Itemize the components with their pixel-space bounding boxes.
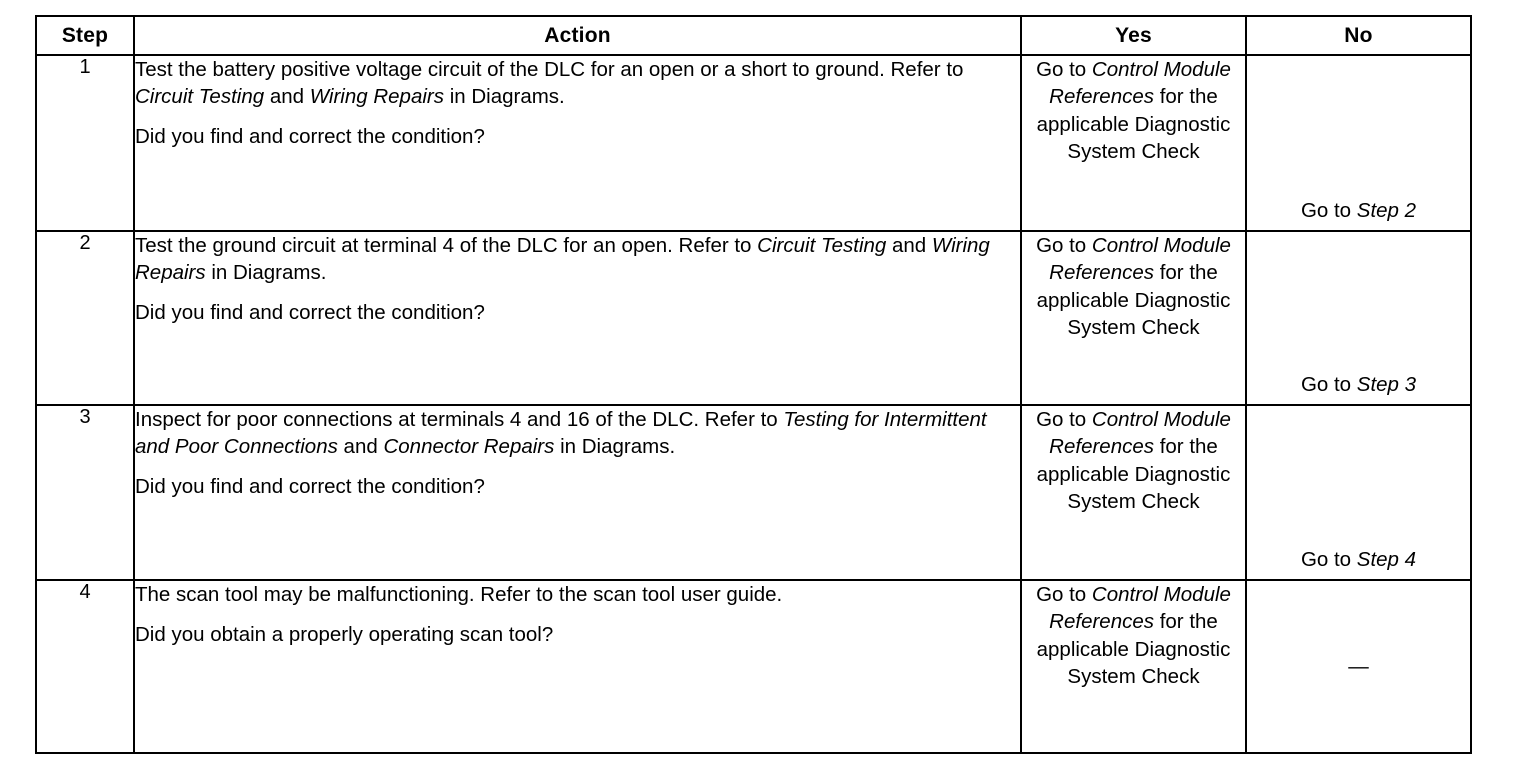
text-run: Go to: [1036, 58, 1092, 81]
italic-reference: Control Module References: [1049, 583, 1231, 634]
no-answer-text: Go to Step 4: [1247, 546, 1470, 579]
italic-reference: Wiring Repairs: [309, 85, 444, 109]
column-header-yes: Yes: [1020, 15, 1247, 56]
action-paragraph: Did you find and correct the condition?: [135, 299, 1020, 326]
cell-no-answer: Go to Step 3: [1245, 230, 1472, 406]
action-paragraph: Test the ground circuit at terminal 4 of…: [135, 232, 1020, 286]
text-run: The scan tool may be malfunctioning. Ref…: [135, 583, 783, 606]
text-run: and: [264, 85, 310, 109]
text-run: for the applicable Diagnostic System Che…: [1036, 261, 1231, 339]
italic-reference: Wiring Repairs: [135, 234, 990, 285]
yes-answer-text: Go to Control Module References for the …: [1022, 232, 1245, 341]
text-run: Go to: [1300, 547, 1357, 571]
italic-reference: Step 2: [1356, 198, 1417, 222]
italic-reference: Control Module References: [1049, 58, 1231, 109]
cell-no-answer: Go to Step 2: [1245, 54, 1472, 232]
text-run: Did you obtain a properly operating scan…: [135, 623, 554, 647]
cell-yes-answer: Go to Control Module References for the …: [1020, 579, 1247, 754]
cell-step-number: 2: [35, 230, 135, 406]
italic-reference: Control Module References: [1049, 234, 1231, 285]
cell-step-number: 3: [35, 404, 135, 581]
yes-answer-text: Go to Control Module References for the …: [1022, 56, 1245, 165]
text-run: for the applicable Diagnostic System Che…: [1036, 435, 1231, 513]
text-run: Go to: [1300, 372, 1357, 396]
cell-no-answer: —: [1245, 579, 1472, 754]
text-run: Go to: [1300, 198, 1357, 222]
text-run: and: [886, 234, 932, 257]
text-run: —: [1348, 654, 1369, 678]
cell-action-text: Test the battery positive voltage circui…: [133, 54, 1022, 232]
column-header-step: Step: [35, 15, 135, 56]
italic-reference: Step 4: [1356, 547, 1417, 571]
text-run: Did you find and correct the condition?: [135, 301, 485, 325]
column-header-action: Action: [133, 15, 1022, 56]
action-paragraph: Test the battery positive voltage circui…: [135, 56, 1020, 110]
text-run: for the applicable Diagnostic System Che…: [1036, 610, 1231, 688]
action-paragraph: Did you find and correct the condition?: [135, 123, 1020, 150]
cell-yes-answer: Go to Control Module References for the …: [1020, 404, 1247, 581]
table-header-row: Step Action Yes No: [35, 15, 1472, 56]
italic-reference: Circuit Testing: [757, 234, 887, 257]
cell-step-number: 4: [35, 579, 135, 754]
italic-reference: Step 3: [1356, 372, 1417, 396]
no-answer-text: Go to Step 3: [1247, 371, 1470, 404]
no-answer-text: Go to Step 2: [1247, 197, 1470, 230]
text-run: Go to: [1036, 408, 1092, 431]
italic-reference: Testing for Intermittent and Poor Connec…: [135, 408, 987, 459]
action-paragraph: Did you find and correct the condition?: [135, 473, 1020, 500]
yes-answer-text: Go to Control Module References for the …: [1022, 406, 1245, 515]
text-run: Go to: [1036, 583, 1092, 606]
yes-answer-text: Go to Control Module References for the …: [1022, 581, 1245, 690]
action-paragraph: The scan tool may be malfunctioning. Ref…: [135, 581, 1020, 608]
italic-reference: Circuit Testing: [135, 85, 265, 109]
cell-action-text: Test the ground circuit at terminal 4 of…: [133, 230, 1022, 406]
text-run: and: [337, 435, 384, 459]
text-run: Did you find and correct the condition?: [135, 125, 485, 149]
italic-reference: Control Module References: [1049, 408, 1231, 459]
text-run: Test the battery positive voltage circui…: [135, 58, 964, 81]
cell-step-number: 1: [35, 54, 135, 232]
action-paragraph: Did you obtain a properly operating scan…: [135, 621, 1020, 648]
text-run: in Diagrams.: [205, 261, 327, 285]
cell-no-answer: Go to Step 4: [1245, 404, 1472, 581]
text-run: in Diagrams.: [554, 435, 676, 459]
cell-yes-answer: Go to Control Module References for the …: [1020, 230, 1247, 406]
text-run: Inspect for poor connections at terminal…: [135, 408, 784, 431]
text-run: Test the ground circuit at terminal 4 of…: [135, 234, 758, 257]
cell-action-text: Inspect for poor connections at terminal…: [133, 404, 1022, 581]
cell-action-text: The scan tool may be malfunctioning. Ref…: [133, 579, 1022, 754]
text-run: Did you find and correct the condition?: [135, 475, 485, 499]
cell-yes-answer: Go to Control Module References for the …: [1020, 54, 1247, 232]
column-header-no: No: [1245, 15, 1472, 56]
text-run: for the applicable Diagnostic System Che…: [1036, 85, 1231, 163]
text-run: in Diagrams.: [444, 85, 565, 109]
no-answer-text: —: [1247, 653, 1470, 680]
action-paragraph: Inspect for poor connections at terminal…: [135, 406, 1020, 460]
italic-reference: Connector Repairs: [383, 435, 555, 459]
text-run: Go to: [1036, 234, 1092, 257]
